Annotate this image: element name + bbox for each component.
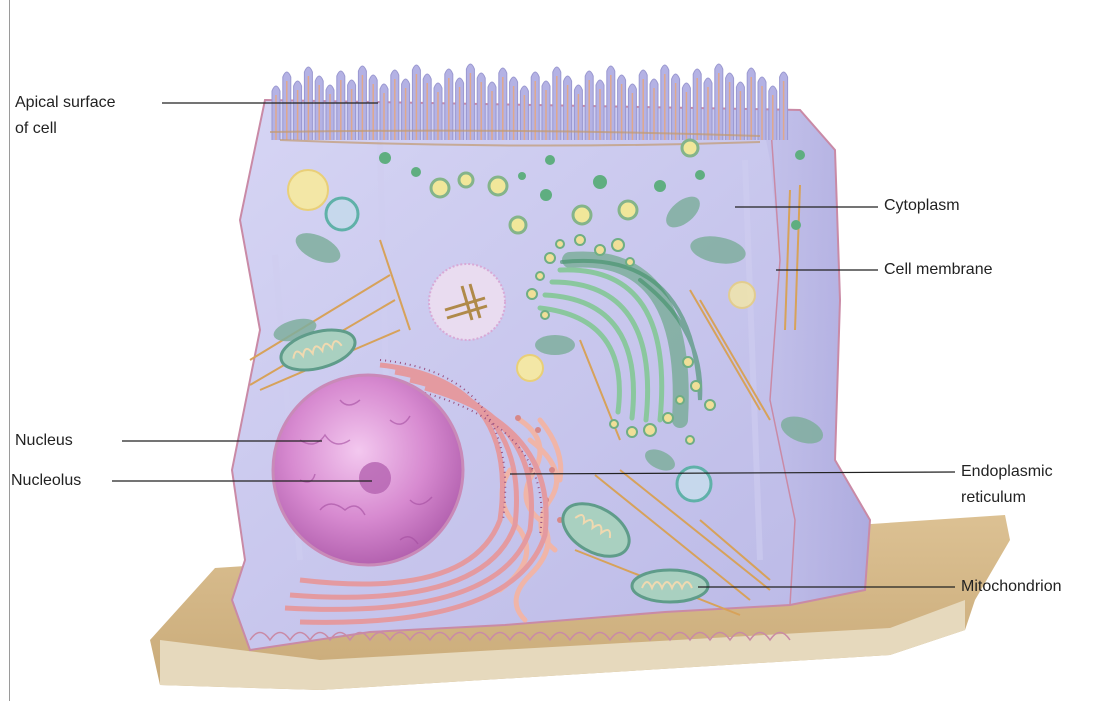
label-reticulum: reticulum: [961, 488, 1026, 508]
label-of-cell: of cell: [15, 119, 57, 139]
label-endoplasmic: Endoplasmic: [961, 462, 1053, 482]
label-apical-surface: Apical surface: [15, 93, 116, 113]
label-nucleolus: Nucleolus: [11, 471, 81, 491]
label-cell-membrane: Cell membrane: [884, 260, 992, 280]
label-nucleus: Nucleus: [15, 431, 73, 451]
mitochondrion-3: [632, 570, 708, 602]
label-mitochondrion: Mitochondrion: [961, 577, 1062, 597]
centrosome: [429, 264, 505, 340]
nucleolus: [359, 462, 391, 494]
label-cytoplasm: Cytoplasm: [884, 196, 960, 216]
